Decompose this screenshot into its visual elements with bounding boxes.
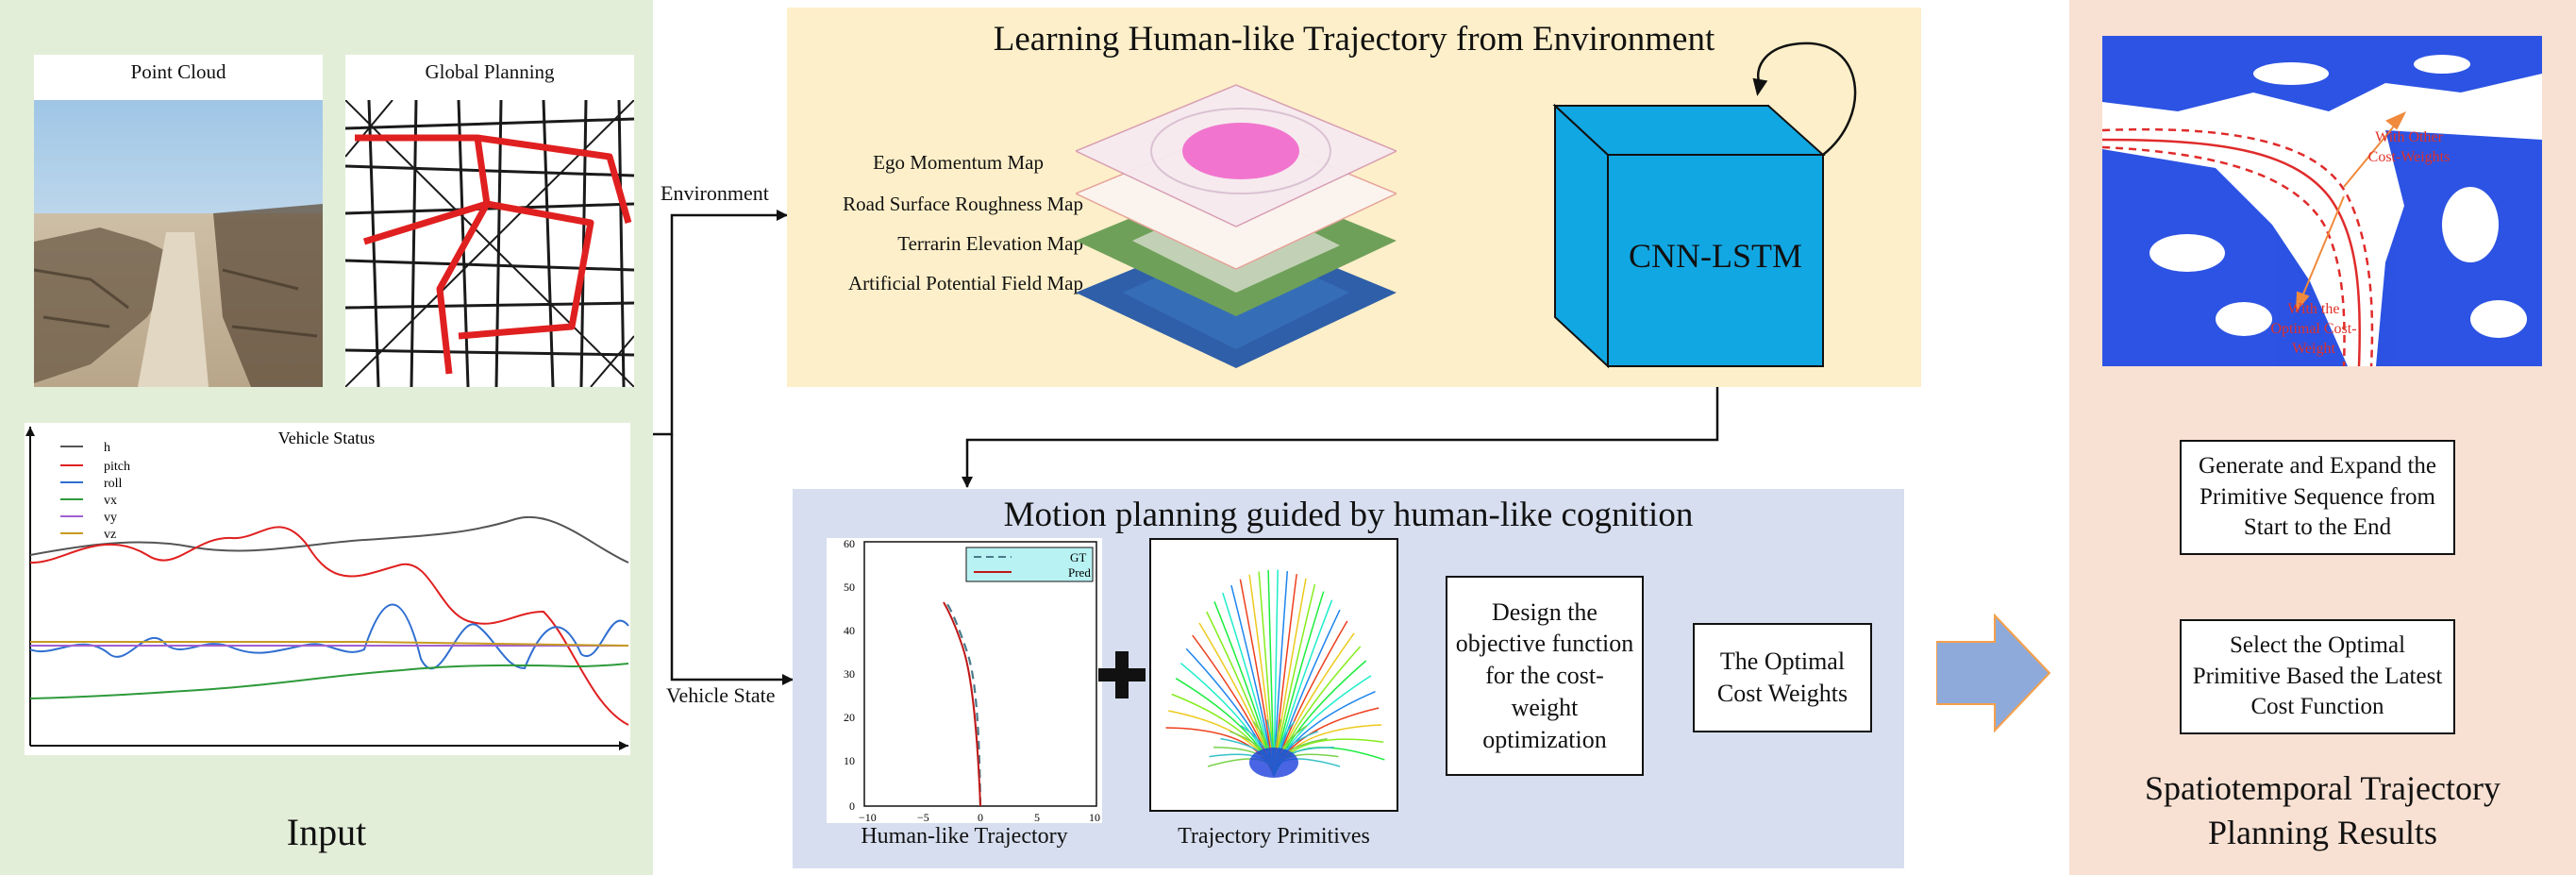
big-arrow	[1936, 614, 2051, 732]
x-tick-5: 5	[1034, 811, 1040, 823]
map-label-potential: Artificial Potential Field Map	[847, 272, 1083, 294]
y-tick-10: 10	[844, 754, 855, 767]
map-label-roughness: Road Surface Roughness Map	[843, 193, 1083, 215]
map-label-elevation: Terrarin Elevation Map	[897, 232, 1083, 255]
legend-gt: GT	[1070, 550, 1086, 564]
planning-result-map	[2102, 36, 2542, 366]
global-planning-title: Global Planning	[425, 60, 555, 83]
trajectory-caption: Human-like Trajectory	[861, 824, 1068, 849]
select-primitive-box: Select the Optimal Primitive Based the L…	[2180, 619, 2455, 734]
legend-label-vz: vz	[104, 528, 116, 542]
vehicle-status-chart: Vehicle Status h pitch roll vx vy vz	[25, 427, 629, 750]
trajectory-primitives-image	[1149, 538, 1398, 812]
ego-momentum-blob	[1182, 123, 1299, 179]
generate-expand-box: Generate and Expand the Primitive Sequen…	[2180, 440, 2455, 555]
y-tick-0: 0	[849, 799, 855, 813]
vehicle-state-label: Vehicle State	[666, 683, 776, 707]
legend-label-vy: vy	[104, 511, 117, 525]
results-title: Spatiotemporal Trajectory Planning Resul…	[2145, 769, 2501, 851]
y-tick-40: 40	[844, 624, 855, 637]
objective-box: Design the objective function for the co…	[1446, 576, 1644, 776]
legend-label-h: h	[104, 441, 110, 455]
series-roll-line	[29, 603, 629, 670]
global-planning-card: Global Planning	[345, 55, 634, 387]
environment-label: Environment	[661, 181, 769, 205]
point-cloud-title: Point Cloud	[130, 60, 226, 83]
road-network-map	[345, 100, 634, 387]
map-layer-stack	[1076, 84, 1397, 368]
cnn-lstm-block	[1552, 42, 1857, 369]
y-tick-30: 30	[844, 667, 855, 681]
x-tick-neg5: −5	[917, 811, 929, 823]
series-vz-line	[29, 641, 629, 647]
motion-title: Motion planning guided by human-like cog…	[1003, 496, 1694, 534]
x-tick-10: 10	[1089, 811, 1100, 823]
learning-title: Learning Human-like Trajectory from Envi…	[993, 20, 1715, 59]
input-title: Input	[286, 811, 367, 853]
y-tick-60: 60	[844, 538, 855, 550]
vehicle-status-legend: h pitch roll vx vy vz	[60, 441, 130, 542]
legend-label-vx: vx	[104, 494, 117, 508]
x-tick-0: 0	[978, 811, 983, 823]
cnn-lstm-label: CNN-LSTM	[1628, 237, 1802, 275]
gt-trajectory	[946, 603, 982, 807]
plus-icon	[1098, 651, 1146, 698]
legend-label-pitch: pitch	[104, 460, 130, 474]
trajectory-plot: 60 50 40 30 20 10 0 −10 −5 0 5 10 GT Pre…	[827, 538, 1102, 823]
vehicle-status-title: Vehicle Status	[278, 429, 375, 447]
series-pitch-line	[29, 526, 629, 726]
series-h-line	[29, 515, 629, 564]
annotation-optimal-weight: With the Optimal Cost-Weight	[2270, 301, 2357, 357]
series-vx-line	[29, 663, 629, 699]
pred-trajectory	[943, 601, 981, 807]
point-cloud-image	[34, 100, 323, 387]
optimal-cost-box: The Optimal Cost Weights	[1693, 623, 1872, 732]
vehicle-status-card: Vehicle Status h pitch roll vx vy vz	[25, 423, 630, 755]
point-cloud-card: Point Cloud	[34, 55, 323, 387]
primitives-caption: Trajectory Primitives	[1178, 824, 1370, 849]
legend-label-roll: roll	[104, 477, 123, 491]
map-label-ego: Ego Momentum Map	[873, 151, 1044, 174]
x-tick-neg10: −10	[859, 811, 877, 823]
y-tick-20: 20	[844, 711, 855, 724]
primitive-fan	[1165, 569, 1385, 778]
y-tick-50: 50	[844, 581, 855, 594]
annotation-other-weights: With Other Cost-Weights	[2367, 129, 2451, 165]
legend-pred: Pred	[1068, 565, 1091, 580]
